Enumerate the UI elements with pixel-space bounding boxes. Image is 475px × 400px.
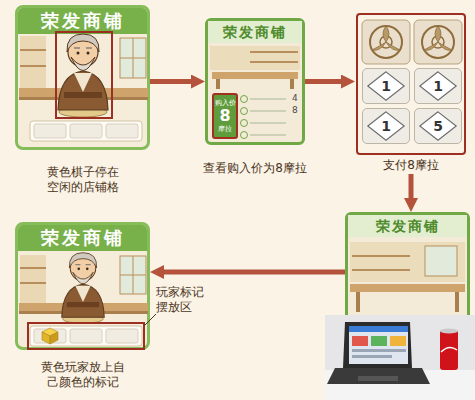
- coin-diamond: [368, 72, 404, 100]
- step-caption: 支付8摩拉: [355, 158, 467, 173]
- shop-card: 荣发商铺: [345, 212, 470, 322]
- payment-panel: 支付8摩拉 1 1 1 5: [355, 12, 467, 174]
- coin-value: 1: [381, 78, 391, 94]
- card-title: 荣发商铺: [18, 225, 147, 251]
- mora-coin: 5: [414, 108, 462, 144]
- coin-value: 5: [433, 118, 443, 134]
- coin-back: [362, 20, 410, 64]
- shop-interior: [19, 255, 148, 314]
- flow-arrow: [305, 79, 345, 84]
- highlight-box: [357, 14, 465, 154]
- marker-slots: [30, 121, 142, 141]
- shop-card: 荣发商铺黄色玩家放上自己颜色的标记: [15, 222, 150, 350]
- shop-interior: [350, 242, 465, 312]
- callout-label: 玩家标记摆放区: [156, 285, 208, 315]
- shop-card: 荣发商铺48查看购入价为8摩拉购入价8摩拉: [205, 18, 305, 145]
- coin-value: 1: [381, 118, 391, 134]
- price-rows: [241, 96, 287, 139]
- mora-coin: 1: [362, 68, 410, 104]
- shop-interior: [19, 36, 148, 100]
- price-label: 购入价: [215, 99, 236, 107]
- shop-interior: [210, 46, 300, 89]
- card-title: 荣发商铺: [208, 21, 302, 43]
- marker-slots: [30, 326, 142, 346]
- price-label: 摩拉: [218, 125, 232, 133]
- price-value: 8: [219, 107, 230, 125]
- coin-back: [414, 20, 462, 64]
- yellow-pawn: [62, 253, 105, 324]
- card-title: 荣发商铺: [348, 215, 467, 237]
- mora-coin: 1: [414, 68, 462, 104]
- flow-arrow: [160, 270, 345, 275]
- mora-coin: 1: [362, 108, 410, 144]
- coin-diamond: [420, 112, 456, 140]
- step-caption: 黄色玩家放上自己颜色的标记: [39, 360, 127, 390]
- flow-arrow: [409, 174, 414, 202]
- card-title: 荣发商铺: [18, 8, 147, 34]
- coin-value: 1: [433, 78, 443, 94]
- leader-line: [144, 314, 156, 326]
- highlight-box: [28, 323, 144, 349]
- step-caption: 查看购入价为8摩拉: [185, 161, 325, 176]
- coin-diamond: [368, 112, 404, 140]
- photo-inset: [325, 315, 475, 400]
- step-caption: 黄色棋子停在空闲的店铺格: [45, 165, 121, 195]
- highlight-box: [56, 32, 112, 118]
- flow-arrow: [150, 79, 195, 84]
- player-cube: [42, 328, 58, 344]
- shop-card: 荣发商铺黄色棋子停在空闲的店铺格: [15, 5, 150, 150]
- coin-diamond: [420, 72, 456, 100]
- price-row-number: 8: [292, 105, 298, 116]
- yellow-pawn: [58, 34, 108, 117]
- price-box: 购入价8摩拉: [212, 93, 238, 139]
- price-row-number: 4: [292, 93, 298, 104]
